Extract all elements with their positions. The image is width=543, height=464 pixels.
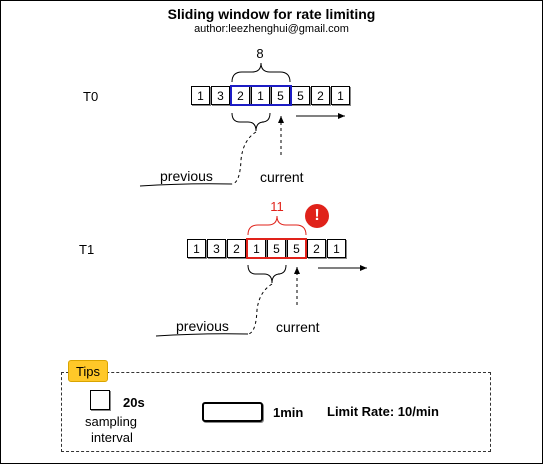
- tips-panel: [61, 372, 491, 452]
- window-brace-top-t0: [231, 62, 291, 83]
- slot-cell: 2: [307, 239, 326, 258]
- window-brace-bottom-t1: [247, 264, 287, 284]
- slot-cell: 5: [291, 86, 310, 105]
- slot-cell: 2: [227, 239, 246, 258]
- exclamation-alert-icon: !: [305, 204, 329, 228]
- window-total-t1: 11: [270, 199, 284, 214]
- slot-cell: 1: [187, 239, 206, 258]
- row-label-t0: T0: [83, 89, 99, 104]
- window-total-t0: 8: [256, 46, 264, 61]
- slot-cell: 1: [331, 86, 350, 105]
- slot-cell: 3: [207, 239, 226, 258]
- sampling-caption-line1: sampling: [85, 414, 138, 429]
- sampling-interval-swatch: [90, 390, 110, 410]
- window-size-value: 1min: [273, 405, 304, 420]
- row-label-t1: T1: [79, 242, 95, 257]
- limit-rate-label: Limit Rate: 10/min: [327, 404, 439, 419]
- sampling-interval-value: 20s: [123, 395, 145, 410]
- window-size-swatch: [202, 402, 263, 422]
- current-label-t0: current: [260, 169, 304, 185]
- previous-connector-t0: [231, 131, 257, 185]
- slot-cell: 1: [191, 86, 210, 105]
- sliding-window-t0: [230, 85, 292, 106]
- slot-cell: 1: [327, 239, 346, 258]
- diagram-title: Sliding window for rate limiting: [167, 6, 376, 22]
- sampling-caption-line2: interval: [91, 430, 133, 445]
- tips-tag: Tips: [68, 360, 108, 382]
- previous-connector-t1: [247, 283, 273, 335]
- window-brace-top-t1: [247, 215, 307, 236]
- window-brace-bottom-t0: [231, 112, 271, 132]
- slot-cell: 3: [211, 86, 230, 105]
- author-line: author:leezhenghui@gmail.com: [194, 23, 349, 35]
- previous-underline-t0: [139, 183, 233, 187]
- previous-label-t0: previous: [160, 168, 213, 184]
- current-label-t1: current: [276, 319, 320, 335]
- previous-underline-t1: [155, 333, 249, 337]
- slot-cell: 2: [311, 86, 330, 105]
- sliding-window-t1: [246, 238, 307, 259]
- previous-label-t1: previous: [176, 318, 229, 334]
